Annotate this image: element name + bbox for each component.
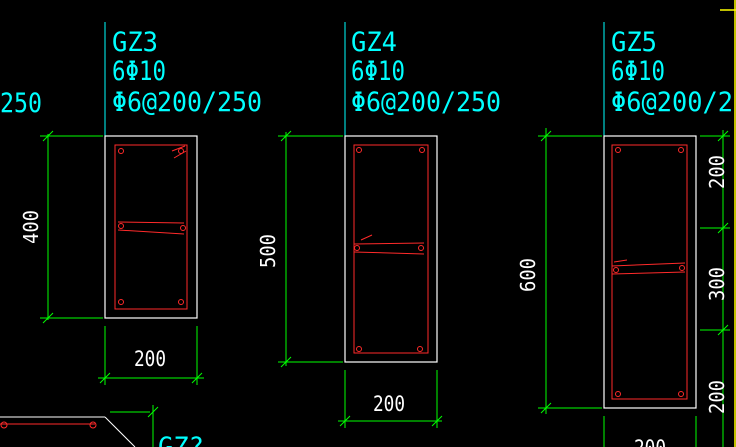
gz3-rebar — [118, 299, 124, 305]
gz5-stirrup-label: Φ6@200/2 — [611, 87, 733, 118]
gz3-height-dimension — [40, 130, 103, 324]
gz5-rebar — [615, 147, 621, 153]
gz4-name-label: GZ4 — [351, 27, 397, 58]
gz5-segment-dimension — [700, 130, 730, 447]
gz4-width-dimension — [338, 370, 443, 428]
gz3-concrete-outline — [104, 135, 198, 319]
gz3-width-dim-text: 200 — [134, 347, 166, 371]
gz3-name-label: GZ3 — [112, 27, 158, 58]
gz4-concrete-outline — [344, 135, 438, 363]
gz3-rebar — [118, 148, 124, 154]
column-gz4: GZ4 6Φ10 Φ6@200/250 500 — [256, 22, 501, 428]
gz5-rebar — [679, 265, 685, 271]
gz3-rebars — [118, 148, 186, 305]
gz4-rebar — [419, 147, 425, 153]
gz5-width-dimension — [603, 416, 697, 447]
gz4-stirrup-label: Φ6@200/250 — [351, 87, 501, 118]
gz3-stirrup-outline — [114, 144, 188, 310]
gz4-width-dim-text: 200 — [373, 392, 405, 416]
gz3-width-dimension — [98, 326, 204, 385]
bottom-left-fragment: GZ? — [0, 405, 204, 447]
gz4-rebars — [354, 147, 425, 352]
gz5-height-dim-text: 600 — [516, 258, 540, 292]
gz5-rebars — [613, 147, 685, 397]
gz5-rebar — [678, 147, 684, 153]
gz4-rebar — [356, 147, 362, 153]
left-fragment: 250 — [0, 88, 42, 119]
gz4-rebar — [417, 346, 423, 352]
gz5-height-dimension — [538, 128, 602, 414]
gz4-height-dimension — [278, 130, 343, 368]
column-gz5: GZ5 6Φ10 Φ6@200/2 600 — [516, 22, 733, 447]
gz3-rebar — [178, 299, 184, 305]
gz3-tie — [117, 145, 187, 235]
gz5-rebar — [678, 391, 684, 397]
gz4-main-bars-label: 6Φ10 — [351, 56, 405, 87]
gz4-rebar — [354, 245, 360, 251]
gz5-main-bars-label: 6Φ10 — [611, 56, 665, 87]
gz5-rebar — [615, 391, 621, 397]
gz4-tie — [353, 234, 425, 255]
column-gz3: GZ3 6Φ10 Φ6@200/250 400 — [19, 22, 262, 385]
gz3-rebar — [180, 225, 186, 231]
gz5-segment-dim-text: 300 — [705, 267, 729, 301]
gz3-stirrup-label: Φ6@200/250 — [112, 87, 262, 118]
gz3-main-bars-label: 6Φ10 — [112, 56, 166, 87]
bottom-label-fragment: GZ? — [158, 432, 204, 447]
gz4-height-dim-text: 500 — [256, 234, 280, 268]
gz5-segment-dim-text: 200 — [705, 380, 729, 414]
gz3-rebar — [118, 223, 124, 229]
gz5-tie — [611, 259, 686, 275]
left-stirrup-fragment: 250 — [0, 88, 42, 119]
gz4-stirrup-outline — [353, 144, 429, 354]
gz4-rebar — [356, 346, 362, 352]
gz5-name-label: GZ5 — [611, 27, 657, 58]
gz4-rebar — [418, 245, 424, 251]
gz5-concrete-outline — [603, 135, 697, 409]
gz3-height-dim-text: 400 — [19, 210, 43, 244]
gz5-stirrup-outline — [611, 144, 688, 400]
gz5-rebar — [613, 267, 619, 273]
gz5-segment-dim-text: 200 — [705, 155, 729, 189]
gz5-width-dim-text: 200 — [634, 436, 666, 447]
